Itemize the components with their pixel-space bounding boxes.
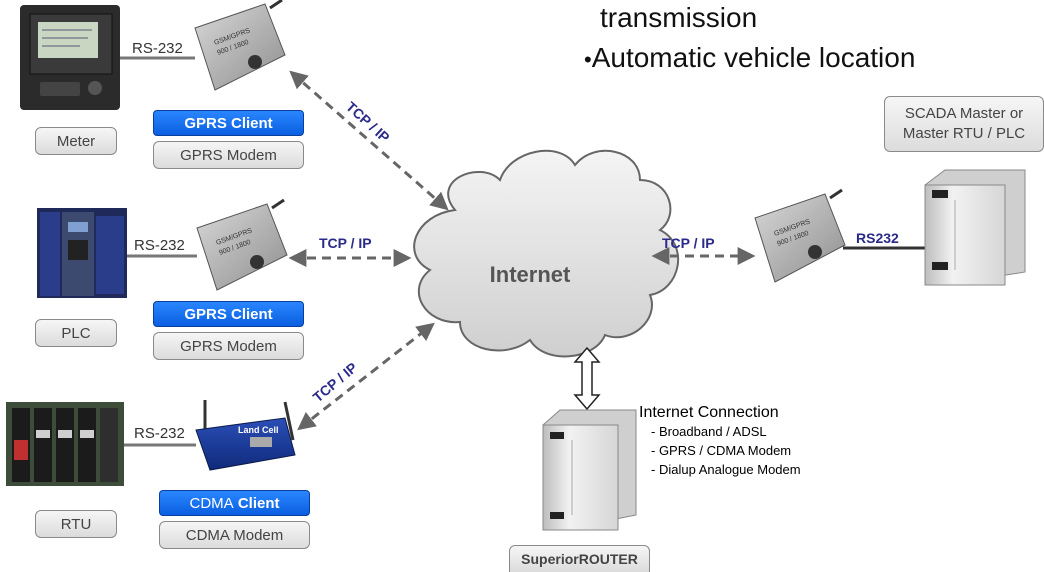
scada-master-label: SCADA Master or Master RTU / PLC — [884, 96, 1044, 152]
plc-gprs-client-badge: GPRS Client — [153, 301, 304, 327]
meter-gprs-client-badge: GPRS Client — [153, 110, 304, 136]
rtu-link-arrow — [297, 322, 435, 431]
bullet-transmission: transmission — [600, 2, 758, 33]
scada-gprs-modem-image: GSM/GPRS 900 / 1800 — [754, 188, 846, 283]
router-server-image — [542, 409, 637, 531]
plc-image — [37, 208, 127, 298]
rtu-cdma-modem-box: CDMA Modem — [159, 521, 310, 549]
meter-image — [20, 5, 120, 110]
internet-connection-item: - Dialup Analogue Modem — [651, 462, 801, 477]
plc-device-label: PLC — [35, 319, 117, 347]
plc-tcp-ip-label: TCP / IP — [319, 235, 372, 251]
cdma-face-text: Land Cell — [238, 425, 279, 435]
plc-rs232-label: RS-232 — [134, 237, 185, 254]
superior-router-label: SuperiorROUTER — [509, 545, 650, 572]
rtu-cdma-client-badge: CDMA Client — [159, 490, 310, 516]
rtu-rs232-label: RS-232 — [134, 425, 185, 442]
meter-tcp-ip-label: TCP / IP — [343, 98, 393, 145]
plc-gprs-modem-image: GSM/GPRS 900 / 1800 — [196, 198, 288, 291]
bullet-dot: • — [584, 47, 592, 72]
meter-device-label: Meter — [35, 127, 117, 155]
internet-cloud — [413, 149, 679, 358]
scada-rs232-label: RS232 — [856, 230, 899, 246]
rtu-cdma-modem-image: Land Cell — [195, 400, 296, 471]
rtu-tcp-ip-label: TCP / IP — [310, 359, 361, 405]
internet-connection-item: - GPRS / CDMA Modem — [651, 443, 792, 458]
router-double-arrow — [573, 346, 601, 411]
internet-connection-title: Internet Connection — [639, 404, 779, 421]
bullet-automatic-vehicle-location: •Automatic vehicle location — [584, 42, 916, 73]
meter-gprs-modem-image: GSM/GPRS 900 / 1800 — [194, 0, 286, 91]
meter-link-arrow — [289, 70, 449, 211]
internet-label: Internet — [490, 262, 571, 287]
scada-server-image — [924, 169, 1026, 286]
internet-connection-item: - Broadband / ADSL — [651, 424, 767, 439]
rtu-device-label: RTU — [35, 510, 117, 538]
plc-gprs-modem-box: GPRS Modem — [153, 332, 304, 360]
meter-gprs-modem-box: GPRS Modem — [153, 141, 304, 169]
meter-rs232-label: RS-232 — [132, 40, 183, 57]
scada-tcp-ip-label: TCP / IP — [662, 235, 715, 251]
internet-connection-list: - Broadband / ADSL - GPRS / CDMA Modem -… — [639, 422, 801, 479]
internet-connection-block: Internet Connection - Broadband / ADSL -… — [639, 404, 801, 479]
rtu-image — [6, 402, 124, 486]
